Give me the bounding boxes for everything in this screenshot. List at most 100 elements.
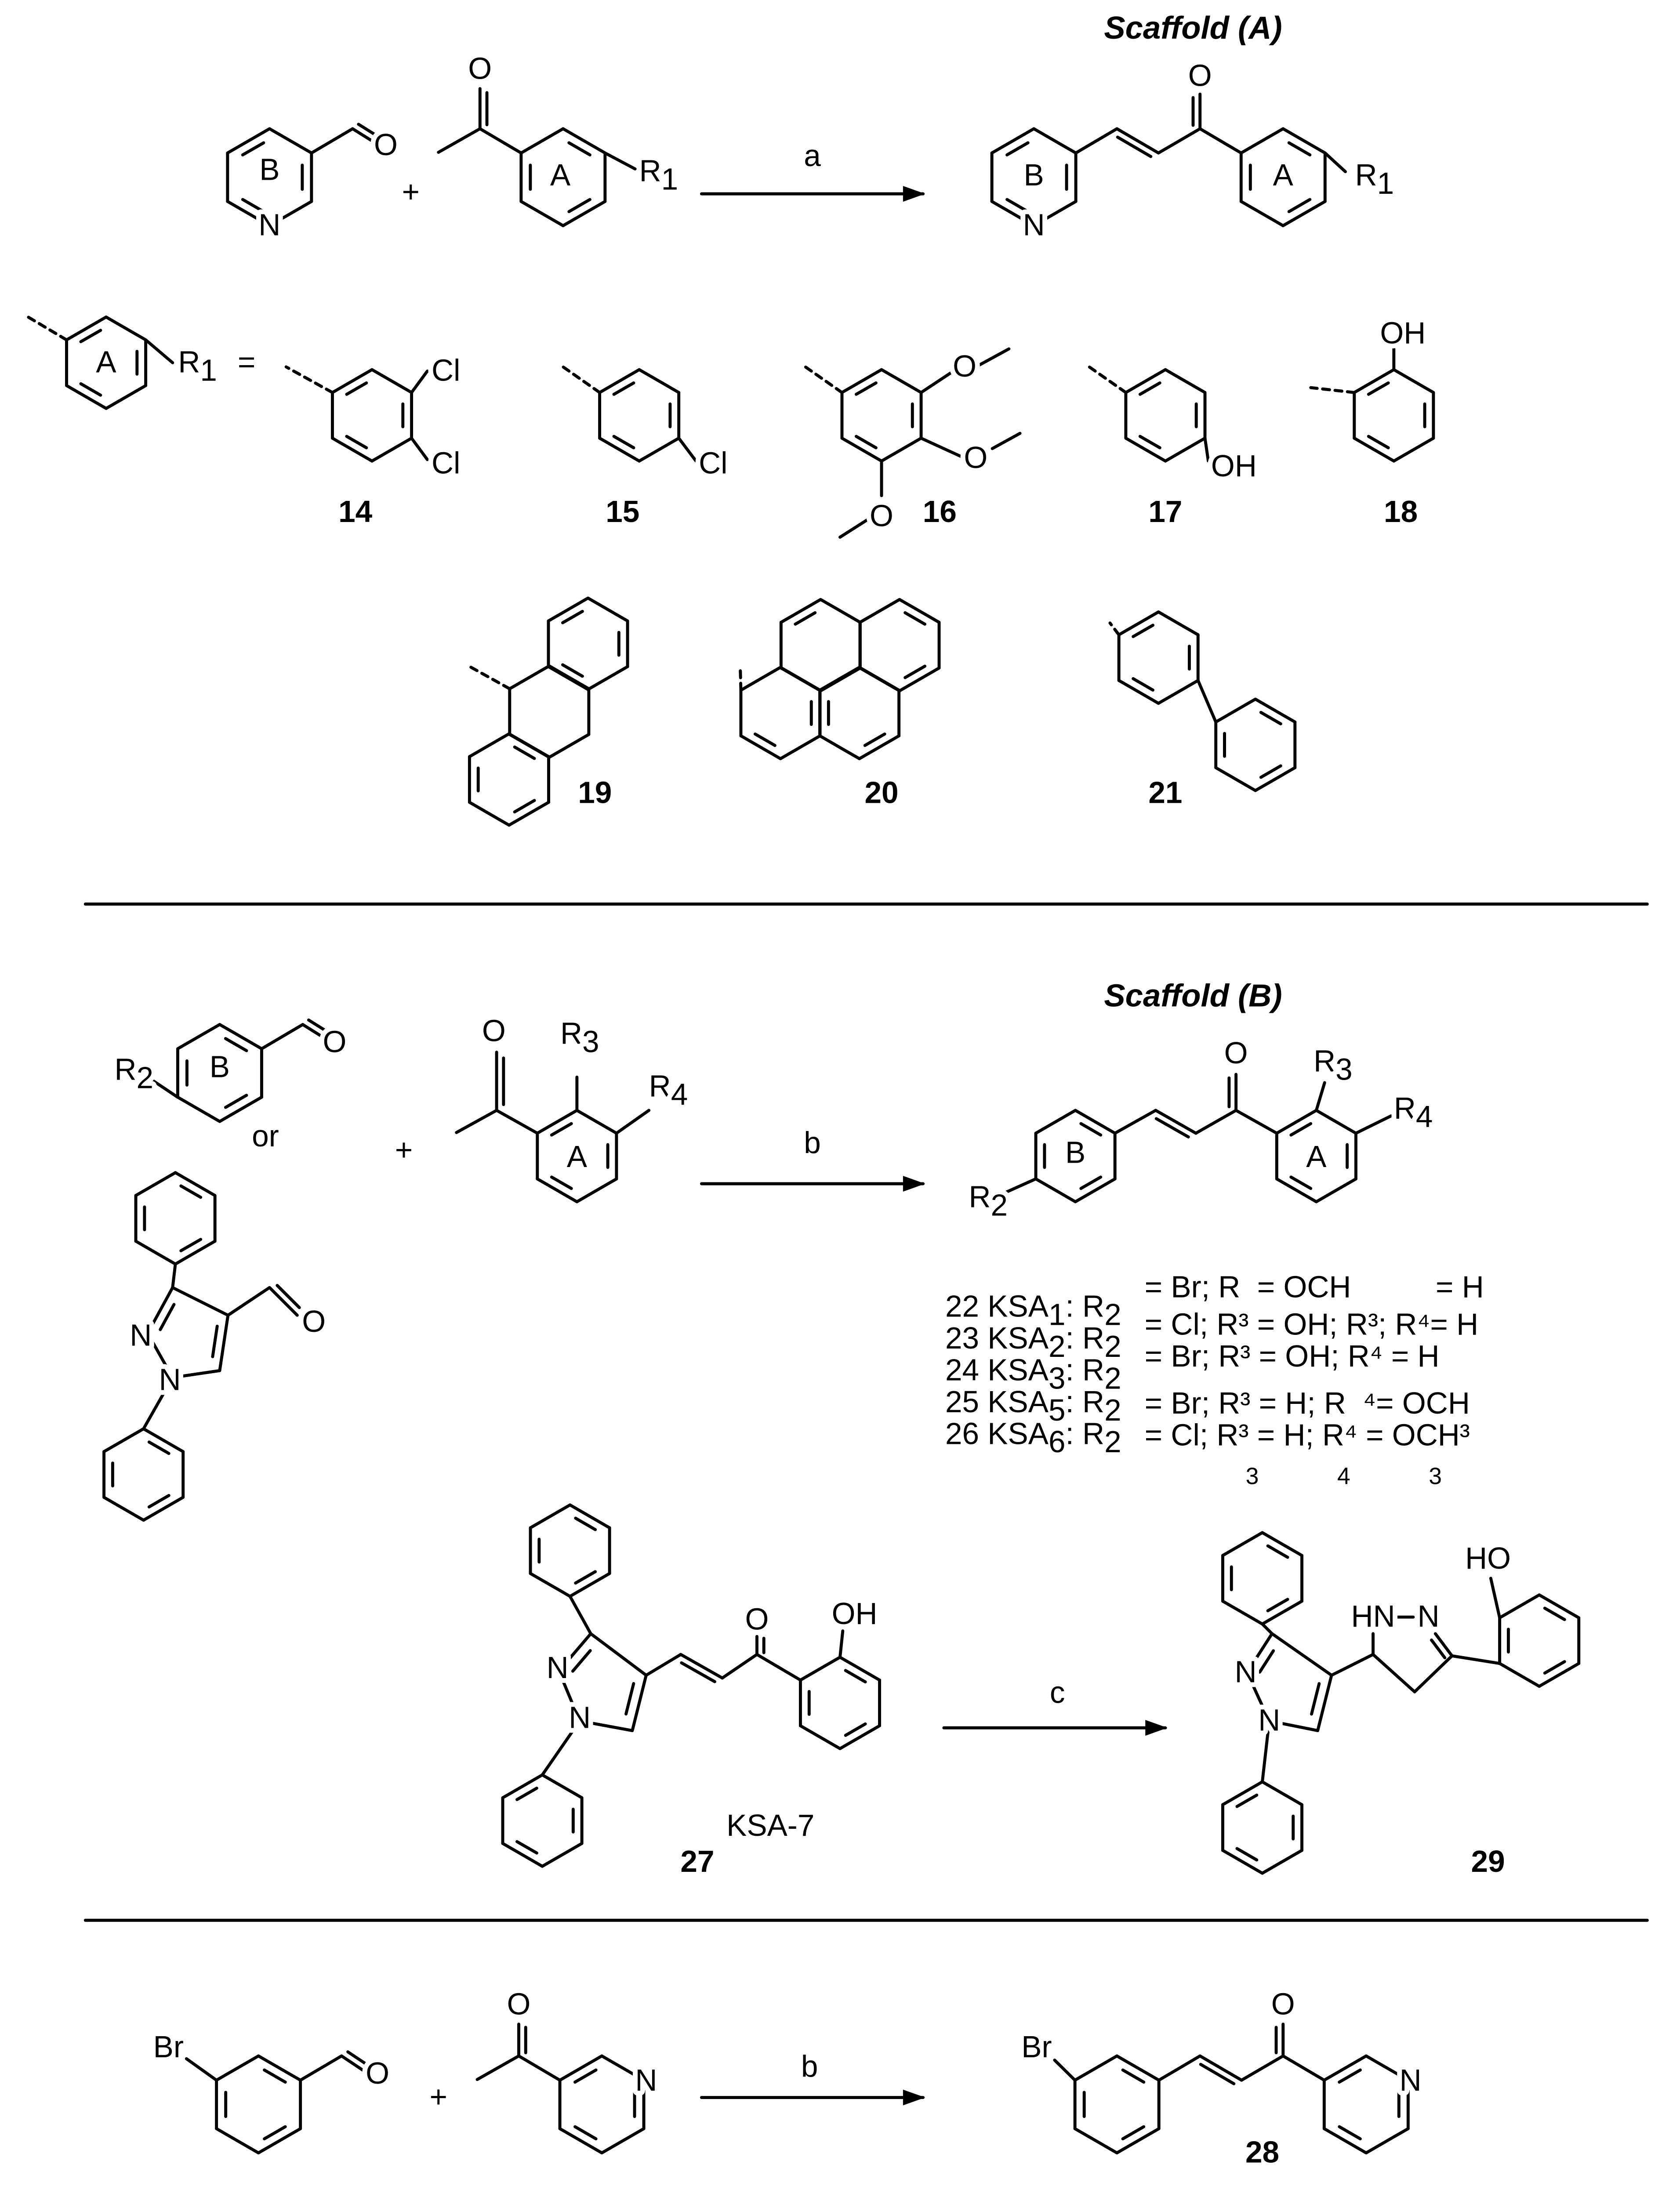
bond: [558, 2054, 604, 2082]
bond: [1074, 127, 1119, 155]
bond: [779, 598, 822, 624]
bond: [351, 127, 377, 145]
arrow-head: [903, 186, 925, 202]
bond: [176, 1023, 221, 1051]
bond: [147, 1440, 171, 1455]
bond: [1164, 436, 1207, 463]
bond: [798, 1724, 842, 1751]
bond: [1121, 2125, 1146, 2141]
bond: [1116, 135, 1153, 158]
bond: [171, 1262, 177, 1289]
bond: [541, 1719, 581, 1776]
bond: [142, 1376, 174, 1431]
product-pyridine-n: N: [1400, 2063, 1422, 2097]
cpd17-oh: OH: [1211, 449, 1257, 483]
reaction-28-section: Br O + O N b Br O N 28: [149, 1982, 1426, 2169]
cpd15-cl: Cl: [699, 446, 727, 480]
r3-label: R3: [560, 1016, 599, 1059]
bond: [638, 436, 681, 463]
bond: [146, 1331, 174, 1379]
bond: [638, 368, 681, 394]
bond: [211, 1324, 219, 1358]
aryl-methyl-ketone-b: [455, 1051, 651, 1204]
bond: [1261, 1719, 1271, 1784]
bond: [557, 1669, 581, 1722]
bond: [176, 1095, 221, 1123]
r4-label: R4: [649, 1069, 688, 1111]
pyridine-n: N: [258, 208, 280, 242]
or-label: or: [252, 1119, 279, 1153]
bond: [263, 2125, 287, 2141]
bond: [102, 1496, 145, 1522]
bond: [370, 368, 414, 394]
bond: [600, 2127, 646, 2155]
bond: [268, 199, 313, 228]
bond: [567, 141, 591, 157]
bond: [898, 666, 941, 692]
bond: [854, 381, 878, 396]
bond: [1338, 2068, 1362, 2084]
bond: [345, 381, 368, 396]
bond: [515, 1840, 538, 1855]
bond: [1138, 381, 1161, 396]
bond: [171, 1369, 221, 1379]
compound-29: [1221, 1531, 1581, 1875]
bond: [1367, 435, 1390, 450]
compound-25-label: 25 KSA5: R2: [945, 1385, 1121, 1427]
bond: [307, 1018, 328, 1033]
cpd27-ketone-o: O: [745, 1602, 769, 1636]
bond: [1214, 766, 1257, 792]
cpd29-n1: N: [1258, 1703, 1280, 1737]
bond: [547, 596, 590, 623]
bond: [1221, 1531, 1264, 1557]
compound-21-biphenyl: [1108, 610, 1297, 792]
bond: [1245, 1671, 1271, 1722]
bond: [589, 1632, 648, 1677]
bond: [1235, 1847, 1259, 1862]
bond: [1196, 679, 1218, 724]
cpd17-id: 17: [1148, 494, 1182, 529]
bond: [1032, 199, 1078, 228]
bond: [990, 127, 1036, 155]
bond: [226, 199, 271, 228]
bond: [541, 1842, 584, 1868]
product-br: Br: [1021, 2030, 1052, 2064]
bond: [134, 1240, 177, 1266]
pyrazole-aldehyde: [102, 1171, 301, 1522]
bond: [218, 1023, 263, 1051]
bond: [1261, 1531, 1304, 1557]
definition-line: = Cl; R³ = OH; R³; R⁴= H: [1145, 1307, 1478, 1341]
ring-b-label: B: [259, 152, 279, 187]
bond: [185, 2057, 218, 2082]
bond: [755, 1653, 802, 1682]
bond: [174, 1171, 217, 1197]
bond: [171, 1286, 230, 1317]
bond: [1430, 1639, 1447, 1660]
pyrazole-n1: N: [159, 1362, 181, 1396]
bond: [179, 1238, 203, 1253]
cpd29-n2: N: [1235, 1654, 1257, 1689]
equals-sign: =: [238, 345, 255, 379]
bond: [1392, 436, 1435, 463]
bond: [330, 436, 374, 463]
bond: [468, 801, 511, 827]
attachment-bond: [739, 667, 743, 692]
bond: [179, 1184, 203, 1199]
pyrazole-n2: N: [130, 1318, 152, 1352]
cpd14-cl-2: Cl: [432, 446, 460, 480]
reagent-c-label: c: [1050, 1675, 1065, 1710]
bond: [134, 1171, 177, 1197]
bond: [1214, 697, 1257, 724]
aldehyde-o: O: [323, 1025, 346, 1059]
bond: [276, 1283, 301, 1309]
3-acetylpyridine: [475, 2023, 646, 2155]
bond: [840, 368, 883, 394]
bond: [519, 199, 565, 228]
bond: [1239, 127, 1285, 155]
bond: [370, 436, 414, 463]
bond: [513, 799, 536, 814]
bond: [1266, 1598, 1289, 1613]
compound-20-pyrenyl: [739, 598, 941, 761]
bond: [573, 2068, 598, 2084]
bond: [257, 2054, 302, 2082]
